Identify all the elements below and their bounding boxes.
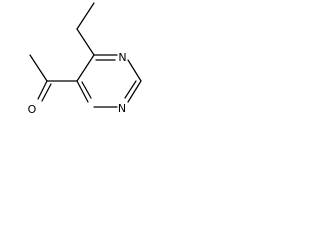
ring-bond-n4-c5 (127, 59, 142, 82)
pyrazine-ring (76, 54, 142, 108)
ring-bond-c5-c6 (127, 80, 142, 103)
oxygen-label: O (28, 103, 37, 116)
bond-ring-ch2 (76, 28, 95, 56)
ring-bond-c2-c3 (76, 54, 95, 82)
chemical-structure: N N O (28, 2, 142, 116)
bond-carbonyl-oxygen-second (41, 83, 52, 102)
bond-carbonyl-oxygen (37, 80, 48, 100)
ring-bond-n1-c2 (76, 80, 89, 103)
acetyl-group (29, 54, 78, 102)
bond-carbonyl-methyl (29, 54, 48, 82)
nitrogen-label-bottom: N (118, 102, 126, 115)
nitrogen-label-top: N (118, 51, 126, 64)
ring-bond-n1-c2-inner (81, 81, 92, 99)
ethyl-group (76, 2, 95, 56)
ring-bond-c5-c6-inner (124, 80, 137, 99)
bond-ch2-ch3 (76, 2, 95, 30)
